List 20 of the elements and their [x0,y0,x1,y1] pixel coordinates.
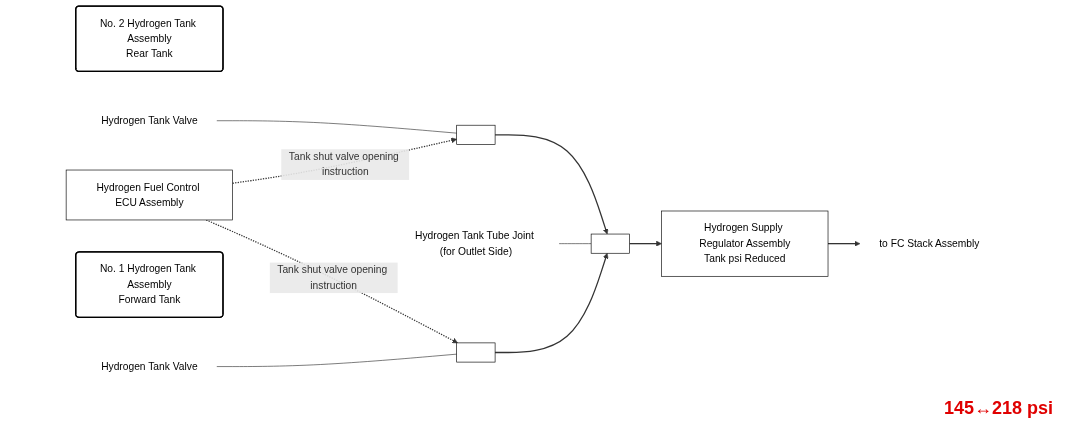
node-box: Hydrogen Fuel Control ECU Assembly [65,169,234,221]
node-box [456,124,496,145]
arrow [205,219,458,344]
node-text: to FC Stack Assembly [879,237,980,249]
edge-label: Tank shut valve opening instruction [277,264,388,291]
node-box: Hydrogen Supply Regulator Assembly Tank psi Reduced [661,210,829,277]
connector [216,353,458,367]
node-text: Hydrogen Tank Tube Joint (for Outlet Side) [415,230,534,257]
node-text: Hydrogen Tank Valve [101,114,198,126]
node-box [456,342,496,363]
pressure-note: 145↔218 psi [943,398,1053,419]
arrow [494,134,609,235]
arrow [494,253,609,354]
node-box [590,233,630,254]
connector [216,120,458,134]
edge-label: Tank shut valve opening instruction [288,151,399,178]
arrow [629,240,662,247]
connector [558,243,592,244]
node-text: Hydrogen Tank Valve [101,360,198,372]
arrow [827,240,861,247]
